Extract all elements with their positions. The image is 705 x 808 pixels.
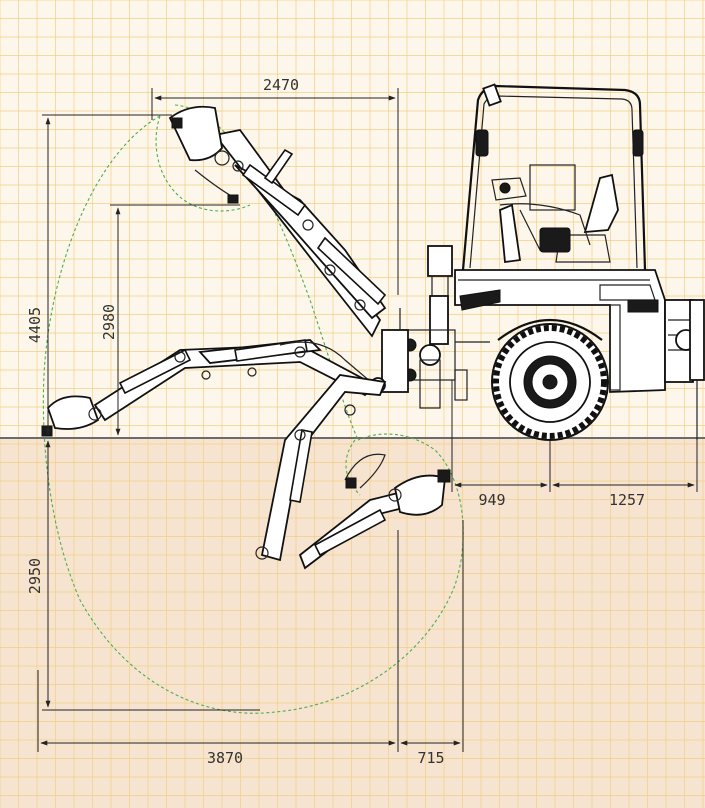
background-below-ground xyxy=(0,438,705,808)
dimension-label-4405: 4405 xyxy=(26,307,44,343)
dimension-949-1257: 949 1257 xyxy=(451,380,698,509)
hydraulic-cylinder-horizontal xyxy=(118,339,308,395)
dimension-2950: 2950 xyxy=(26,440,260,711)
dimension-2980: 2980 xyxy=(100,204,240,436)
hydraulic-cylinder-digging xyxy=(289,429,387,557)
arm-digging xyxy=(255,374,451,570)
rollover-frame xyxy=(461,83,647,271)
dimension-3870-715: 3870 715 xyxy=(37,520,464,767)
swing-frame xyxy=(381,245,490,409)
dimension-label-1257: 1257 xyxy=(609,491,645,509)
arm-raised xyxy=(168,105,387,338)
dimension-label-3870: 3870 xyxy=(207,749,243,767)
bucket-digging xyxy=(388,469,451,516)
rear-counterweight xyxy=(689,299,705,440)
hydraulic-cylinder-raised xyxy=(241,148,387,306)
dimension-label-2980: 2980 xyxy=(100,304,118,340)
dimension-label-715: 715 xyxy=(417,749,444,767)
rear-wheel xyxy=(491,318,609,441)
dimension-label-2470: 2470 xyxy=(263,76,299,94)
operator-seat xyxy=(491,164,619,264)
dimension-label-2950: 2950 xyxy=(26,558,44,594)
dimension-4405: 4405 xyxy=(26,114,172,436)
arm-horizontal xyxy=(41,339,386,437)
tractor-body xyxy=(454,269,697,393)
bucket-raised xyxy=(168,105,244,172)
dimension-label-949: 949 xyxy=(478,491,505,509)
tractor xyxy=(381,83,705,441)
